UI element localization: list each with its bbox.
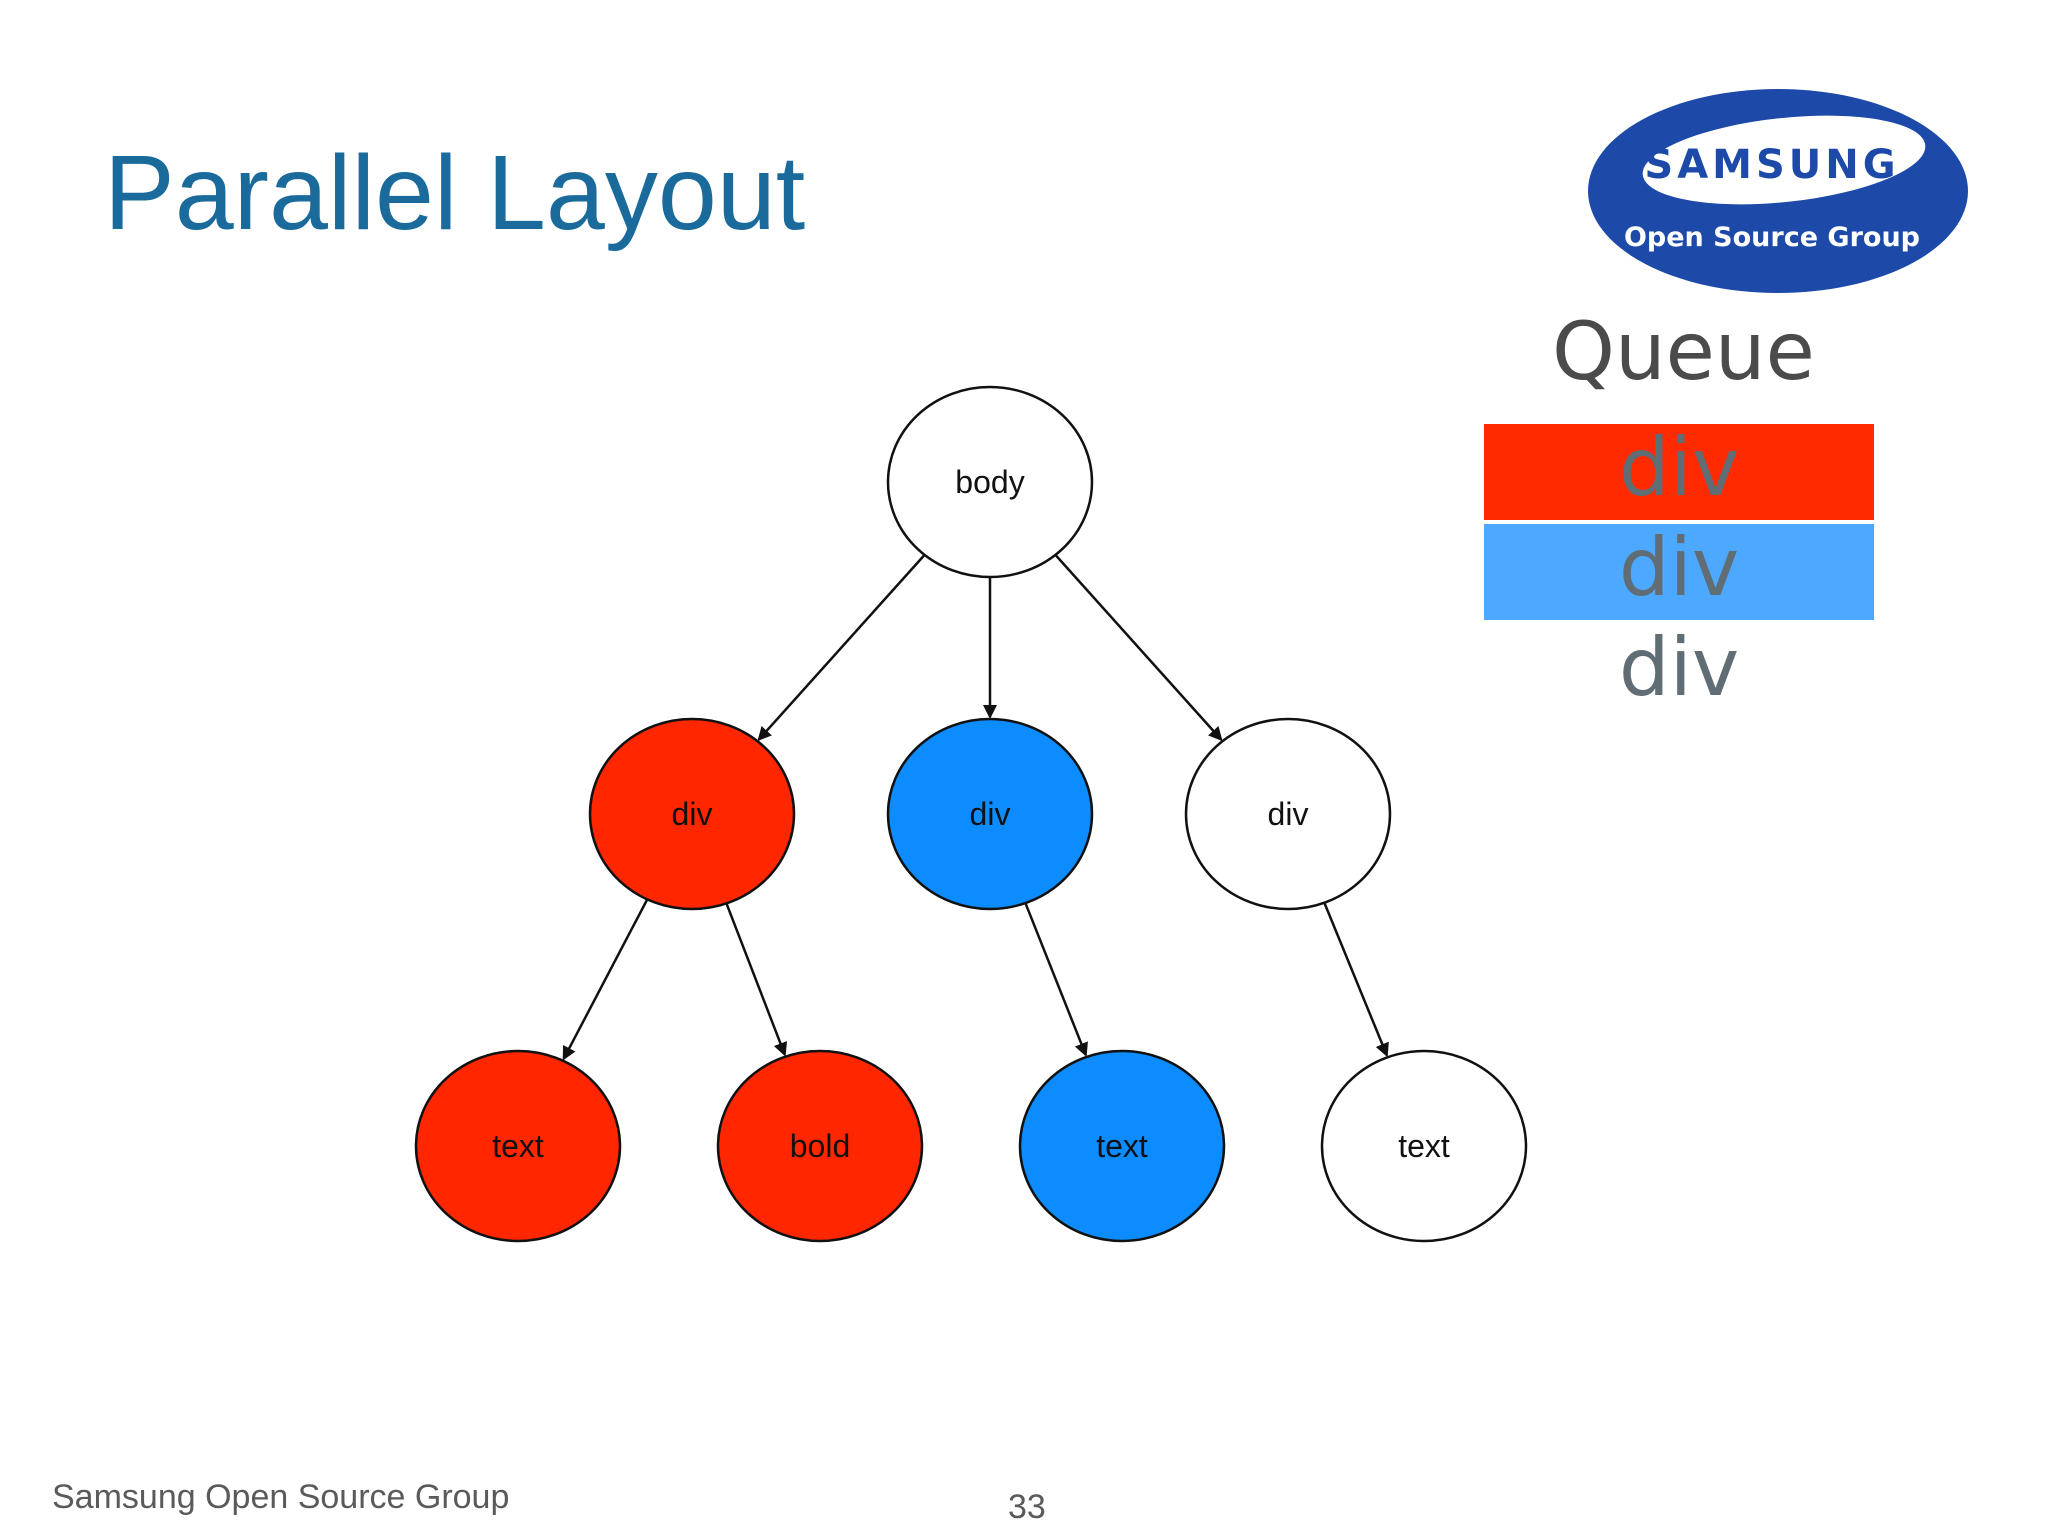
tree-node-circle xyxy=(886,385,1094,579)
tree-node-body: body xyxy=(886,385,1094,579)
tree-edge-body-div1 xyxy=(757,554,926,742)
tree-node-text2: text xyxy=(1018,1049,1226,1243)
tree-node-label: text xyxy=(1096,1128,1148,1164)
tree-node-label: body xyxy=(955,464,1024,500)
tree-node-label: text xyxy=(492,1128,544,1164)
tree-edges xyxy=(562,554,1389,1061)
tree-node-circle xyxy=(1184,717,1392,911)
tree-node-circle xyxy=(1018,1049,1226,1243)
samsung-logo: SAMSUNG Open Source Group xyxy=(1588,89,1968,293)
logo-swoosh xyxy=(1642,115,1926,205)
tree-edge-div2-text2 xyxy=(1024,902,1088,1057)
tree-node-div2: div xyxy=(886,717,1094,911)
slide-title: Parallel Layout xyxy=(104,134,806,252)
tree-edge-div1-bold1 xyxy=(725,902,788,1057)
logo-subtitle: Open Source Group xyxy=(1624,222,1920,253)
tree-node-circle xyxy=(716,1049,924,1243)
tree-node-label: div xyxy=(1268,796,1309,832)
tree-node-label: bold xyxy=(790,1128,851,1164)
tree-node-text3: text xyxy=(1320,1049,1528,1243)
tree-node-circle xyxy=(1320,1049,1528,1243)
tree-node-bold1: bold xyxy=(716,1049,924,1243)
tree-node-label: div xyxy=(672,796,713,832)
tree-node-circle xyxy=(414,1049,622,1243)
footer-organization: Samsung Open Source Group xyxy=(52,1478,510,1516)
tree-node-circle xyxy=(886,717,1094,911)
tree-node-circle xyxy=(588,717,796,911)
tree-edge-div3-text3 xyxy=(1323,902,1389,1058)
tree-node-div1: div xyxy=(588,717,796,911)
tree-nodes: body div div div text bold text text xyxy=(414,385,1528,1243)
tree-node-label: text xyxy=(1398,1128,1450,1164)
queue-item: div xyxy=(1484,624,1874,720)
page-number: 33 xyxy=(1008,1488,1046,1526)
tree-node-text1: text xyxy=(414,1049,622,1243)
queue-item: div xyxy=(1484,524,1874,620)
logo-brand: SAMSUNG xyxy=(1644,142,1899,188)
tree-edge-body-div3 xyxy=(1054,554,1223,742)
tree-edge-div1-text1 xyxy=(562,898,649,1061)
tree-node-div3: div xyxy=(1184,717,1392,911)
queue-item: div xyxy=(1484,424,1874,520)
tree-node-label: div xyxy=(970,796,1011,832)
queue-title: Queue xyxy=(1552,305,1815,398)
